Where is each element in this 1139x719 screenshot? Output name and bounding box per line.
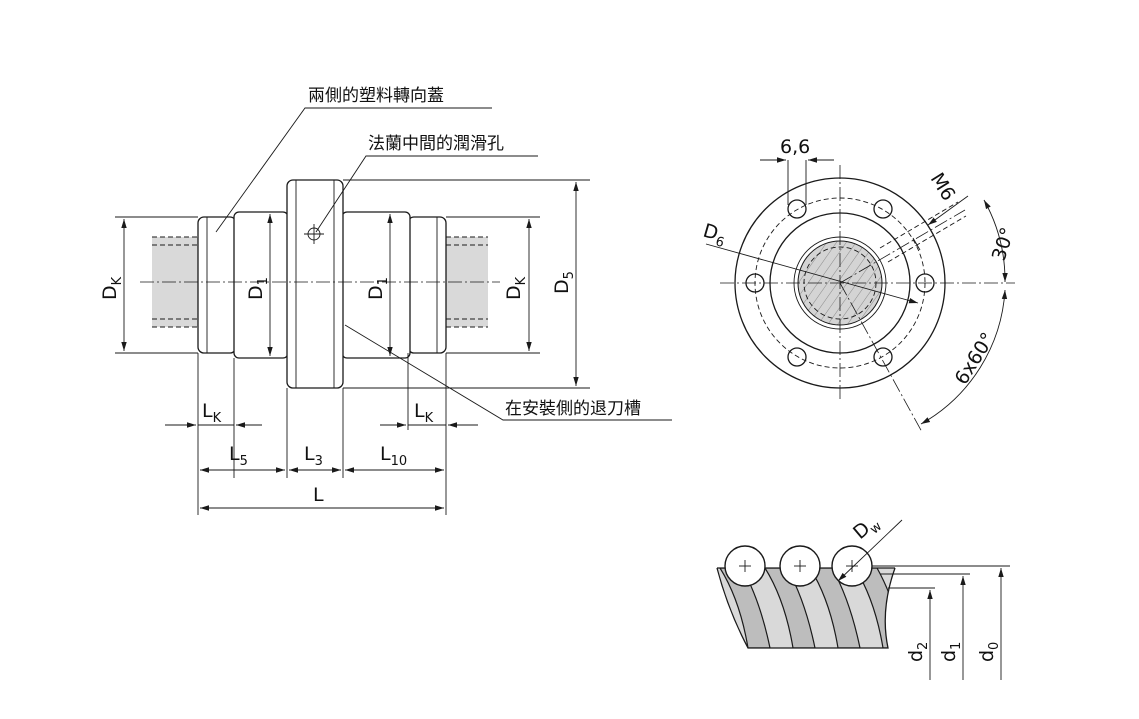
callout-relief-groove: 在安裝側的退刀槽 [505, 399, 641, 419]
front-view: M6 6,6 D6 30° 6x60° [700, 136, 1019, 433]
callout-end-caps: 兩側的塑料轉向蓋 [308, 86, 444, 106]
leader-end-caps [215, 107, 492, 233]
label-d6: D6 [700, 220, 729, 251]
label-l5: L5 [229, 443, 248, 469]
label-d0: d0 [976, 642, 1002, 662]
leader-lube-hole [315, 155, 538, 233]
lube-hole-symbol [304, 224, 324, 244]
balls [724, 545, 873, 587]
shaft-hidden-lines [152, 236, 488, 328]
label-dk-left: DK [99, 276, 125, 300]
label-d1-small: d1 [938, 642, 964, 662]
arc-6x60 [920, 289, 1008, 425]
label-d1-right: D1 [365, 277, 391, 300]
thread-detail: Dw d2 d1 d0 [716, 518, 1010, 680]
flange [286, 179, 344, 389]
label-lk-left: LK [202, 400, 222, 426]
leader-relief-groove [344, 324, 672, 421]
label-lk-right: LK [414, 400, 434, 426]
dim-dw-line [837, 519, 903, 582]
label-d2: d2 [905, 642, 931, 662]
label-pattern: 6x60° [951, 329, 1000, 389]
label-l: L [313, 484, 324, 506]
label-bolt-spacing: 6,6 [780, 136, 810, 158]
label-m6: M6 [926, 169, 960, 205]
label-d5: D5 [551, 271, 577, 294]
label-angle: 30° [988, 225, 1019, 264]
label-d1-left: D1 [245, 277, 271, 300]
callout-lube-hole: 法蘭中間的潤滑孔 [368, 134, 504, 154]
end-cap-right [407, 216, 447, 354]
side-view: DK D1 D1 DK D5 LK LK L5 L3 L10 L [99, 86, 672, 515]
dim-d6-line [705, 243, 919, 304]
label-l10: L10 [380, 443, 407, 469]
label-l3: L3 [304, 443, 323, 469]
arc-30 [983, 199, 1008, 283]
end-cap-left [197, 216, 237, 354]
label-dk-right: DK [503, 276, 529, 300]
m6-channel [879, 201, 967, 263]
